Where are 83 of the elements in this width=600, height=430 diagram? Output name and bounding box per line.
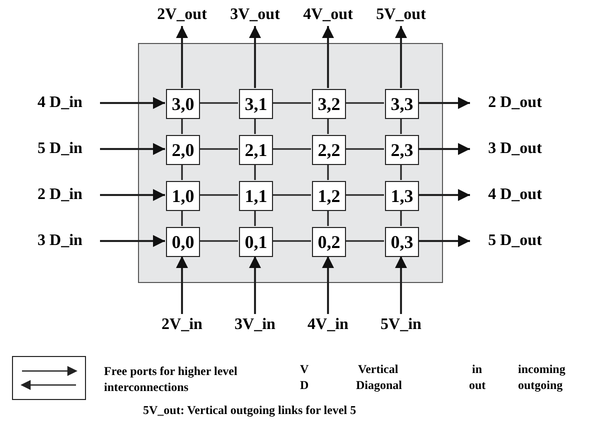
abbreviation-key: out [469,379,486,391]
connector-line [181,210,183,226]
router-node: 0,1 [239,227,273,257]
abbreviation-meaning: outgoing [518,379,563,391]
port-label: 3 D_in [20,229,100,253]
connector-line [199,148,238,150]
arrow [322,26,334,88]
port-label: 5 D_out [470,229,560,253]
connector-line [400,118,402,134]
port-label: 5V_out [367,4,435,26]
port-label: 4 D_in [20,91,100,115]
port-label: 2 D_in [20,183,100,207]
abbreviation-key: V [300,363,309,375]
arrow [100,97,165,109]
abbreviation-meaning: Diagonal [356,379,402,391]
port-label: 3V_out [221,4,289,26]
connector-line [345,240,384,242]
arrow [395,256,407,314]
arrow [418,97,470,109]
connector-line [272,102,311,104]
port-label: 3V_in [225,314,285,336]
connector-line [272,194,311,196]
router-node: 1,1 [239,181,273,211]
port-label: 4 D_out [470,183,560,207]
arrow [176,26,188,88]
router-node: 1,2 [312,181,346,211]
abbreviation-key: D [300,379,309,391]
router-node: 2,1 [239,135,273,165]
abbreviation-meaning: Vertical [358,363,398,375]
router-node: 0,0 [166,227,200,257]
router-node: 1,3 [385,181,419,211]
arrow [100,235,165,247]
connector-line [345,194,384,196]
router-node: 2,3 [385,135,419,165]
connector-line [199,240,238,242]
router-node: 2,0 [166,135,200,165]
connector-line [327,164,329,180]
router-node: 1,0 [166,181,200,211]
connector-line [345,148,384,150]
connector-line [400,210,402,226]
router-node: 0,3 [385,227,419,257]
router-node: 3,1 [239,89,273,119]
connector-line [181,118,183,134]
port-label: 5 D_in [20,137,100,161]
arrow [418,189,470,201]
connector-line [254,164,256,180]
router-node: 2,2 [312,135,346,165]
arrow [249,26,261,88]
port-label: 2 D_out [470,91,560,115]
connector-line [400,164,402,180]
port-label: 4V_in [298,314,358,336]
arrow [100,189,165,201]
router-node: 0,2 [312,227,346,257]
connector-line [327,118,329,134]
arrow [395,26,407,88]
port-label: 4V_out [294,4,362,26]
arrow [418,143,470,155]
connector-line [181,164,183,180]
connector-line [254,210,256,226]
port-label: 5V_in [371,314,431,336]
connector-line [327,210,329,226]
arrow [418,235,470,247]
arrow [249,256,261,314]
router-node: 3,0 [166,89,200,119]
legend-text: Free ports for higher level interconnections [104,363,238,395]
connector-line [272,148,311,150]
port-label: 2V_in [152,314,212,336]
note-text: 5V_out: Vertical outgoing links for level 5 [143,404,356,416]
router-node: 3,2 [312,89,346,119]
arrow [100,143,165,155]
connector-line [199,102,238,104]
connector-line [272,240,311,242]
abbreviation-meaning: incoming [518,363,566,375]
connector-line [199,194,238,196]
connector-line [254,118,256,134]
arrow [322,256,334,314]
arrow [176,256,188,314]
router-node: 3,3 [385,89,419,119]
panel-background [138,43,443,283]
port-label: 3 D_out [470,137,560,161]
port-label: 2V_out [148,4,216,26]
connector-line [345,102,384,104]
abbreviation-key: in [472,363,482,375]
